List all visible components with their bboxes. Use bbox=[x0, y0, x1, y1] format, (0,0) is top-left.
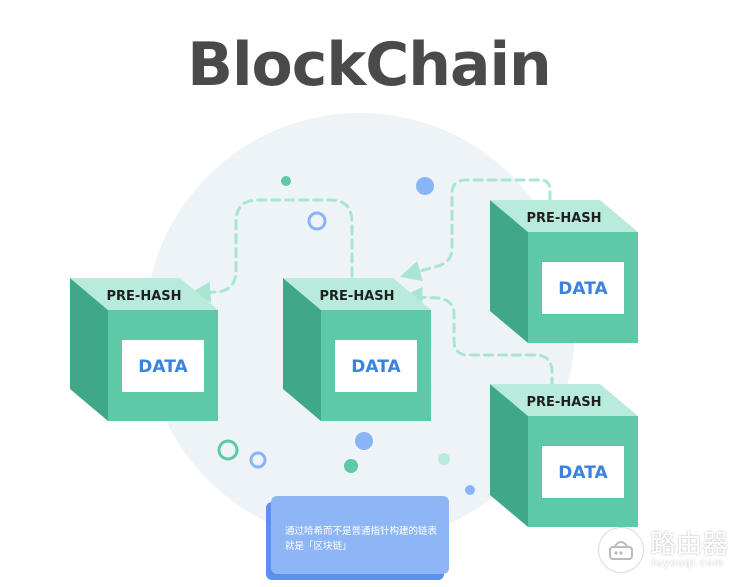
link-topright-to-middle bbox=[399, 178, 552, 282]
dot-mint bbox=[438, 453, 450, 465]
cube-top bbox=[283, 278, 431, 310]
link-middle-to-left bbox=[189, 198, 354, 303]
watermark-name: 路由器 bbox=[650, 530, 729, 560]
router-logo-icon bbox=[598, 527, 644, 573]
decorative-dots bbox=[217, 176, 475, 495]
cube-top bbox=[490, 384, 638, 416]
pre-hash-label: PRE-HASH bbox=[107, 289, 182, 304]
data-label: DATA bbox=[351, 357, 401, 377]
cube-side bbox=[490, 200, 528, 343]
ring-blue-small bbox=[249, 451, 267, 469]
data-label: DATA bbox=[558, 279, 608, 299]
page-title: BlockChain bbox=[187, 30, 552, 100]
watermark: 路由器 luyouqi.com bbox=[598, 524, 730, 574]
block-top-right: PRE-HASH DATA bbox=[490, 200, 638, 343]
dot-blue-mid bbox=[355, 432, 373, 450]
caption-text: 通过哈希而不是普通指针构建的链表就是「区块链」 bbox=[285, 526, 438, 552]
dot-blue-filled bbox=[416, 177, 434, 195]
data-box bbox=[122, 340, 204, 392]
data-label: DATA bbox=[138, 357, 188, 377]
pre-hash-label: PRE-HASH bbox=[527, 211, 602, 226]
block-bottom-right: PRE-HASH DATA bbox=[490, 384, 638, 527]
ring-blue bbox=[307, 211, 327, 231]
data-box bbox=[542, 262, 624, 314]
hash-links bbox=[189, 178, 554, 388]
cube-side bbox=[490, 384, 528, 527]
cube-top bbox=[70, 278, 218, 310]
ring-green bbox=[217, 439, 239, 461]
block-left: PRE-HASH DATA bbox=[70, 278, 218, 421]
pre-hash-label: PRE-HASH bbox=[320, 289, 395, 304]
cube-side bbox=[283, 278, 321, 421]
caption-card: 通过哈希而不是普通指针构建的链表就是「区块链」 bbox=[271, 496, 449, 574]
data-box bbox=[542, 446, 624, 498]
watermark-url: luyouqi.com bbox=[652, 558, 725, 569]
block-middle: PRE-HASH DATA bbox=[283, 278, 431, 421]
dot-green-mid bbox=[344, 459, 358, 473]
cube-side bbox=[70, 278, 108, 421]
link-bottomright-to-middle bbox=[401, 286, 554, 388]
dot-blue-tiny bbox=[465, 485, 475, 495]
dot-green-small bbox=[281, 176, 291, 186]
data-label: DATA bbox=[558, 463, 608, 483]
data-box bbox=[335, 340, 417, 392]
pre-hash-label: PRE-HASH bbox=[527, 395, 602, 410]
cube-top bbox=[490, 200, 638, 232]
